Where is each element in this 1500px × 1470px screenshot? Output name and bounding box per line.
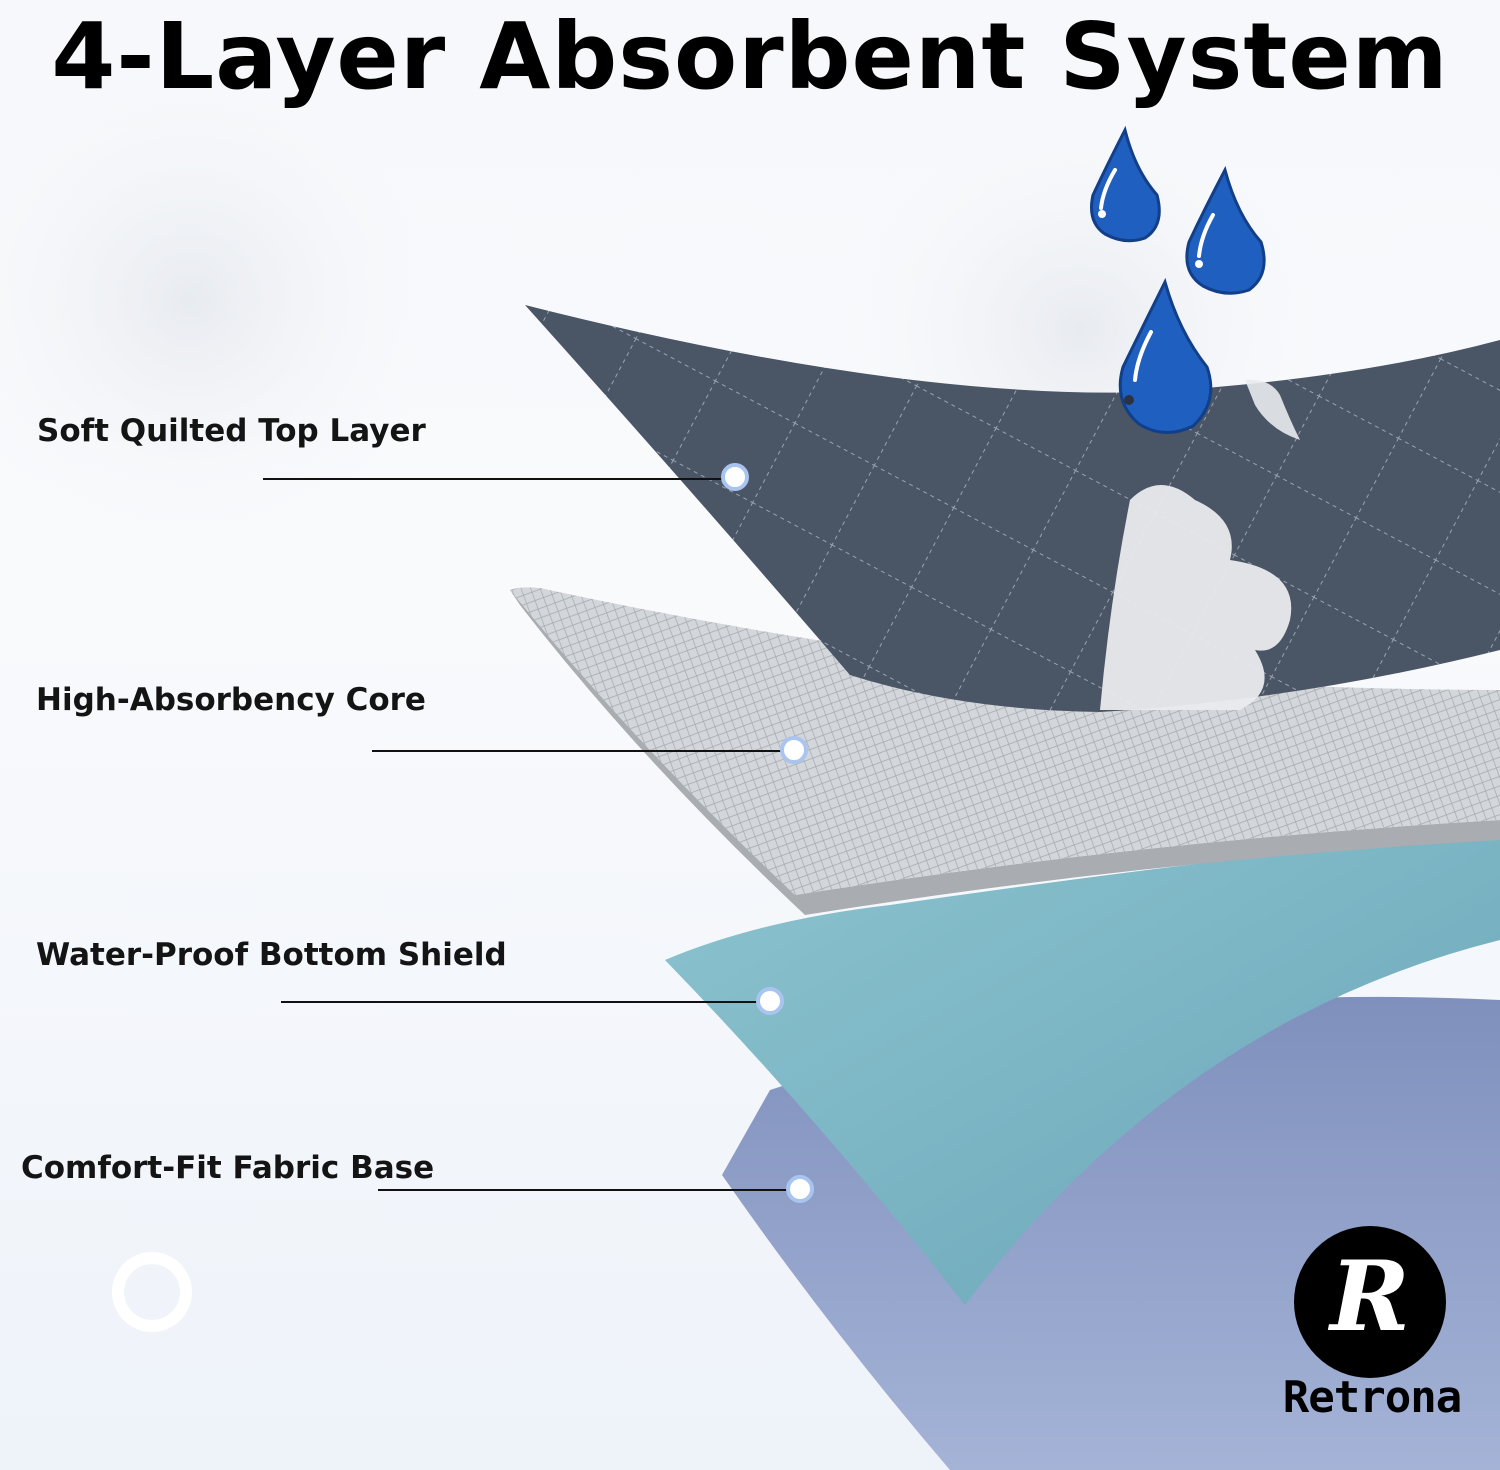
water-drop-icon bbox=[1090, 125, 1161, 243]
water-drop-icon bbox=[1185, 165, 1266, 295]
page-title: 4-Layer Absorbent System bbox=[51, 3, 1449, 110]
callout-dot-icon bbox=[721, 463, 749, 491]
callout-high-absorbency-core bbox=[372, 736, 808, 764]
ring-icon bbox=[112, 1252, 192, 1332]
heart-print-partial bbox=[1245, 379, 1300, 440]
absorbency-core-layer bbox=[510, 587, 1500, 895]
callout-dot-icon bbox=[786, 1175, 814, 1203]
background-person-left bbox=[0, 50, 450, 550]
heart-print bbox=[1100, 485, 1292, 710]
callout-water-proof-shield bbox=[281, 987, 784, 1015]
layer-label-water-proof-shield: Water-Proof Bottom Shield bbox=[36, 937, 507, 973]
layer-label-soft-quilted-top: Soft Quilted Top Layer bbox=[37, 413, 426, 449]
brand-name: Retrona bbox=[1282, 1372, 1462, 1423]
waterproof-shield-layer bbox=[665, 830, 1500, 1305]
logo-monogram: R bbox=[1327, 1240, 1410, 1353]
callout-comfort-fit-base bbox=[378, 1175, 814, 1203]
layer-label-comfort-fit-base: Comfort-Fit Fabric Base bbox=[21, 1150, 435, 1186]
retrona-logo-icon: R bbox=[1294, 1226, 1446, 1378]
layer-label-high-absorbency-core: High-Absorbency Core bbox=[36, 682, 426, 718]
callout-dot-icon bbox=[756, 987, 784, 1015]
water-drop-icon bbox=[1118, 277, 1213, 434]
callout-soft-quilted-top bbox=[263, 463, 749, 491]
callout-dot-icon bbox=[780, 736, 808, 764]
